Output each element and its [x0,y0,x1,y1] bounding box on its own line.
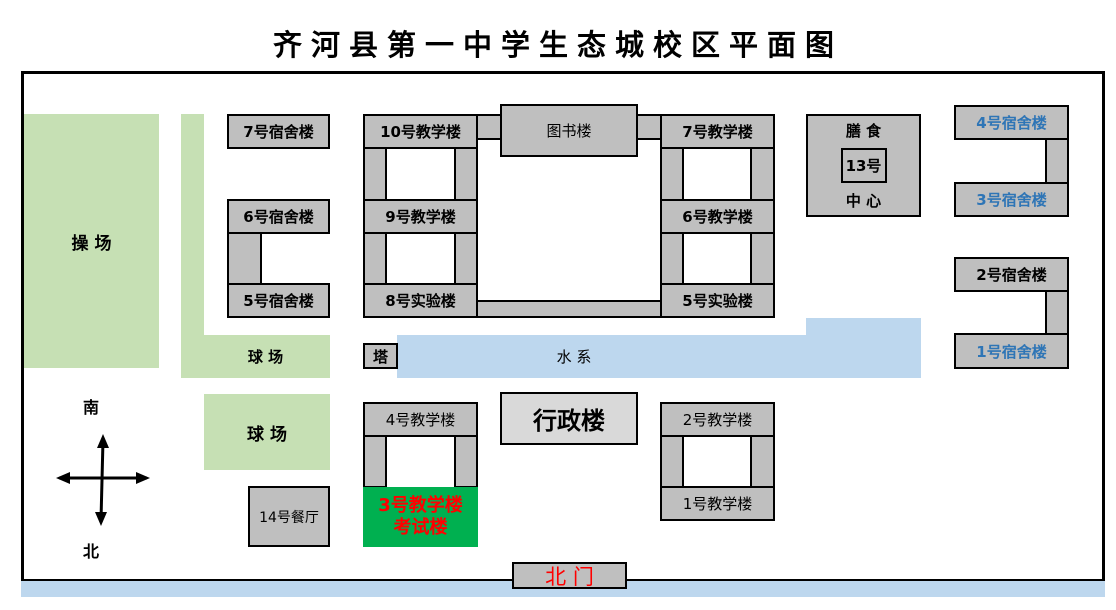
exam-label: 考试楼 [393,517,448,538]
water-extension [806,318,921,338]
column [363,434,387,488]
water-system: 水 系 [397,335,921,378]
dorm-3: 3号宿舍楼 [954,182,1069,217]
teaching-4: 4号教学楼 [363,402,478,437]
exam-building: 3号教学楼 考试楼 [363,487,478,547]
column [454,434,478,488]
teaching-9: 9号教学楼 [363,199,478,234]
dorm-connector [1045,137,1069,184]
column [660,146,684,201]
lab-5: 5号实验楼 [660,283,775,318]
water-label: 水 系 [556,348,592,366]
connector [476,300,662,318]
column [454,231,478,285]
teaching-2: 2号教学楼 [660,402,775,437]
dorm-connector [227,231,262,285]
compass-arrows-icon [56,434,150,526]
tower: 塔 [363,343,398,369]
column [660,231,684,285]
teaching-1: 1号教学楼 [660,486,775,521]
column [750,146,775,201]
court-2: 球 场 [204,394,330,470]
court-1: 球 场 [181,335,330,378]
map-title: 齐河县第一中学生态城校区平面图 [272,28,843,62]
column [660,434,684,488]
diet-center: 膳 食 13号 中 心 [806,114,921,217]
dorm-1: 1号宿舍楼 [954,333,1069,369]
teaching-7: 7号教学楼 [660,114,775,149]
dorm-4: 4号宿舍楼 [954,105,1069,140]
column [750,231,775,285]
teaching-6: 6号教学楼 [660,199,775,234]
compass-north: 北 [82,542,99,561]
connector [476,114,502,140]
lab-8: 8号实验楼 [363,283,478,318]
dorm-5: 5号宿舍楼 [227,283,330,318]
teaching-3-label: 3号教学楼 [378,495,463,516]
connector [635,114,662,140]
green-strip [181,114,204,378]
column [454,146,478,201]
admin-building: 行政楼 [500,392,638,445]
dorm-7: 7号宿舍楼 [227,114,330,149]
dorm-2: 2号宿舍楼 [954,257,1069,292]
diet-center-number: 13号 [840,147,887,183]
playground: 操 场 [24,114,159,368]
column [750,434,775,488]
diet-center-label-top: 膳 食 [845,121,882,140]
court-2-label: 球 场 [247,424,287,445]
dorm-connector [1045,289,1069,335]
dorm-6: 6号宿舍楼 [227,199,330,234]
library: 图书楼 [500,104,638,157]
diet-center-label-bottom: 中 心 [845,192,882,211]
canteen-14: 14号餐厅 [248,486,330,547]
court-1-label: 球 场 [247,348,284,366]
column [363,146,387,201]
north-gate: 北 门 [512,562,627,589]
compass-south: 南 [82,398,99,417]
playground-label: 操 场 [71,233,112,254]
teaching-10: 10号教学楼 [363,114,478,149]
column [363,231,387,285]
